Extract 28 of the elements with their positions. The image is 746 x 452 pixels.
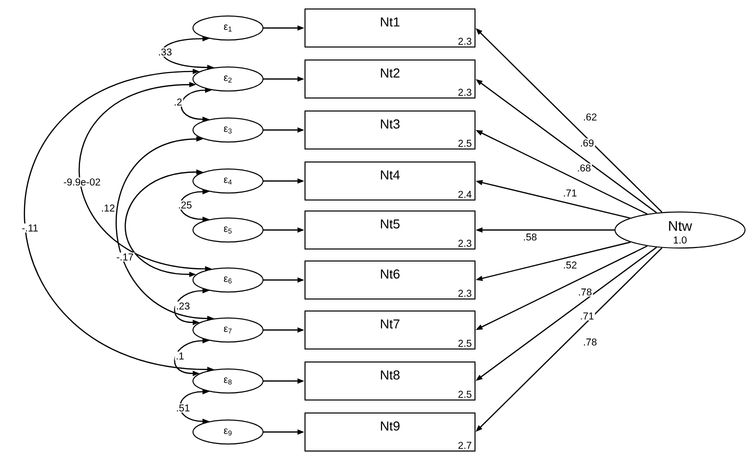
variable-box: Nt3 2.5 xyxy=(304,110,476,150)
edge-label: .12 xyxy=(100,204,116,212)
variable-box: Nt8 2.5 xyxy=(304,362,476,400)
variable-box: Nt6 2.3 xyxy=(304,260,476,300)
edge-label: .71 xyxy=(562,188,578,198)
edge-label: -.11 xyxy=(20,224,40,232)
variable-box: Nt9 2.7 xyxy=(304,412,476,452)
edge-label: .23 xyxy=(175,301,191,311)
variable-box: Nt7 2.5 xyxy=(304,310,476,350)
edge-label: -.17 xyxy=(115,252,135,262)
edge-label: .71 xyxy=(579,312,595,320)
edge-label: .52 xyxy=(562,260,578,270)
edge-label: .33 xyxy=(157,47,173,57)
edge-label: .68 xyxy=(576,163,592,173)
edge-label: .25 xyxy=(177,200,193,210)
edge-label: .78 xyxy=(577,287,593,297)
edge-label: .69 xyxy=(579,138,595,148)
edge-label: .78 xyxy=(582,337,598,347)
edge-label: .51 xyxy=(175,404,191,412)
edge-label: -9.9e-02 xyxy=(62,177,102,187)
edge-label: .58 xyxy=(522,232,538,242)
edge-label: .1 xyxy=(174,352,186,360)
variable-box: Nt2 2.3 xyxy=(304,60,476,98)
edge-label: .2 xyxy=(172,98,184,106)
variable-box: Nt4 2.4 xyxy=(304,162,476,200)
edge-label: .62 xyxy=(582,112,598,122)
variable-box: Nt5 2.3 xyxy=(304,210,476,250)
variable-box: Nt1 2.3 xyxy=(304,8,476,48)
